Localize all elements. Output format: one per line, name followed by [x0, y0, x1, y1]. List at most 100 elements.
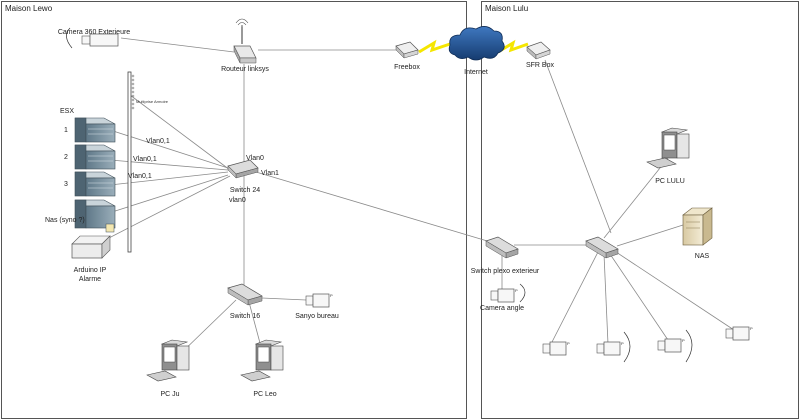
link-sfr-switch: [544, 59, 612, 234]
camera-lulu-2[interactable]: P: [596, 331, 631, 363]
esx-server-2[interactable]: 2: [64, 144, 116, 170]
monitor-icon: [270, 345, 284, 371]
vlan-esx1-label: Vlan0,1: [146, 138, 170, 145]
pc-leo-label: PC Leo: [253, 391, 276, 398]
zone-maison-lulu: Maison Lulu: [481, 1, 799, 419]
router-label: Routeur linksys: [221, 66, 269, 73]
esx-1-label: 1: [64, 127, 68, 134]
camera-lulu-4[interactable]: P: [725, 326, 753, 341]
sanyo-bureau-camera[interactable]: P Sanyo bureau: [295, 293, 339, 320]
link-switch-cam2: [603, 253, 609, 345]
link-switch16-sanyo: [261, 297, 307, 301]
freebox-label: Freebox: [394, 64, 420, 71]
multiprise-label: Multiprise Armoire: [136, 99, 169, 104]
pc-lulu[interactable]: PC LULU: [646, 127, 690, 185]
keyboard-icon: [240, 370, 271, 382]
freebox[interactable]: Freebox: [394, 41, 420, 71]
link-switch-pclulu: [603, 157, 669, 239]
switch-24[interactable]: Switch 24: [227, 159, 260, 194]
outlets: [131, 74, 135, 110]
svg-text:P: P: [515, 288, 518, 293]
nas-syno-label: Nas (syno ?): [45, 217, 85, 224]
multiprise-armoire[interactable]: Multiprise Armoire: [127, 71, 169, 253]
sfr-box[interactable]: SFR Box: [526, 41, 555, 69]
arduino-icon: [71, 243, 103, 259]
arduino-label-line1: Arduino IP: [74, 267, 107, 274]
camera-lulu-1[interactable]: P: [542, 341, 570, 356]
pc-ju[interactable]: PC Ju: [146, 339, 190, 398]
link-switch-cam4: [615, 251, 735, 331]
monitor-icon: [676, 133, 690, 159]
rotation-arrow-icon: [623, 331, 631, 363]
vlan-right-label: Vlan1: [261, 170, 279, 177]
router-linksys[interactable]: Routeur linksys: [221, 18, 269, 73]
switch24-label: Switch 24: [230, 187, 260, 194]
camera-angle[interactable]: P Camera angle: [480, 283, 526, 312]
switch-16[interactable]: Switch 16: [227, 283, 263, 320]
svg-text:P: P: [682, 338, 685, 343]
pc-ju-label: PC Ju: [160, 391, 179, 398]
rotation-arrow-icon: [519, 283, 526, 303]
svg-text:P: P: [567, 341, 570, 346]
nas-tower[interactable]: NAS: [682, 207, 713, 260]
link-switch-cam3: [609, 253, 669, 341]
links: [104, 37, 735, 359]
switch-plexo-exterieur[interactable]: Switch plexo exterieur: [471, 236, 540, 275]
rotation-arrow-icon: [66, 27, 73, 49]
nas-icon: [682, 214, 704, 246]
vlan-bottom-label: vlan0: [229, 197, 246, 204]
keyboard-icon: [146, 370, 177, 382]
esx-server-1[interactable]: 1: [64, 117, 116, 143]
rotation-arrow-icon: [685, 329, 693, 363]
arduino-ip-alarme[interactable]: Arduino IP Alarme: [71, 235, 111, 283]
esx-2-label: 2: [64, 154, 68, 161]
camera-icon: [497, 288, 515, 303]
sfr-box-label: SFR Box: [526, 62, 555, 69]
link-camera-router: [120, 37, 235, 53]
nas-syno-server[interactable]: Nas (syno ?): [45, 199, 116, 233]
esx-server-3[interactable]: 3: [64, 171, 116, 197]
vlan-top-label: Vlan0: [246, 155, 264, 162]
camera-icon: [603, 341, 621, 356]
camera-angle-label: Camera angle: [480, 305, 524, 312]
camera-icon: [312, 293, 330, 308]
zone-label-lulu: Maison Lulu: [485, 4, 528, 13]
wifi-icon: [235, 18, 249, 27]
monitor-icon: [176, 345, 190, 371]
link-arduino-switch24: [104, 175, 231, 241]
cloud-icon: [448, 26, 505, 61]
zone-maison-lewo: Maison Lewo: [1, 1, 467, 419]
internet-cloud: Internet: [418, 26, 529, 76]
camera-icon: [664, 338, 682, 353]
keyboard-icon: [646, 157, 677, 169]
svg-text:P: P: [621, 341, 624, 346]
camera-icon: [89, 33, 119, 47]
esx-label: ESX: [60, 108, 74, 115]
camera-icon: [549, 341, 567, 356]
link-switch-cam1: [551, 251, 599, 343]
vlan-esx3-label: Vlan0,1: [128, 173, 152, 180]
switch-lulu[interactable]: [585, 236, 619, 259]
camera-360-exterieure[interactable]: Camera 360 Exterieure: [58, 27, 130, 49]
pc-leo[interactable]: PC Leo: [240, 339, 284, 398]
esx-cluster: ESX 1 2 3: [45, 108, 116, 233]
sanyo-label: Sanyo bureau: [295, 313, 339, 320]
svg-text:P: P: [750, 326, 753, 331]
link-switch24-plexo: [255, 171, 495, 244]
camera-lulu-3[interactable]: P: [657, 329, 693, 363]
camera-ext-label: Camera 360 Exterieure: [58, 29, 130, 36]
power-strip-icon: [127, 71, 132, 253]
vlan-esx2-label: Vlan0,1: [133, 156, 157, 163]
pc-lulu-label: PC LULU: [655, 178, 685, 185]
vlan-labels: Vlan0,1 Vlan0,1 Vlan0,1 Vlan0 Vlan1 vlan…: [128, 138, 279, 204]
svg-text:P: P: [330, 293, 333, 298]
zone-label-lewo: Maison Lewo: [5, 4, 53, 13]
internet-label: Internet: [464, 69, 488, 76]
camera-icon: [732, 326, 750, 341]
link-multiprise-switch24: [129, 94, 231, 171]
link-switch-nas: [616, 224, 684, 247]
lightning-left-icon: [418, 39, 451, 54]
lightning-right-icon: [497, 39, 529, 54]
esx-3-label: 3: [64, 181, 68, 188]
switch16-label: Switch 16: [230, 313, 260, 320]
